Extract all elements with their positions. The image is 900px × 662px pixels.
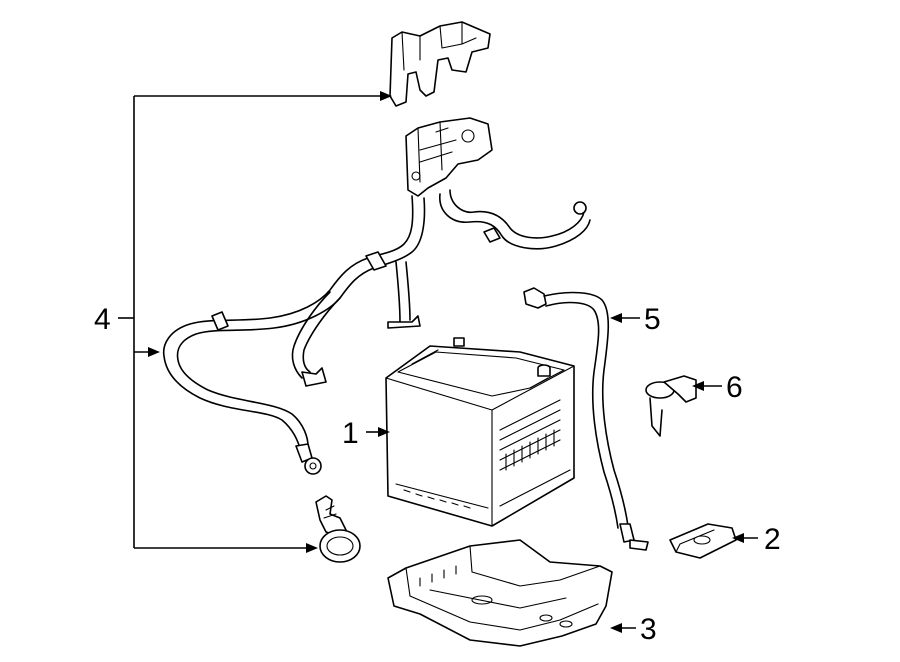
cable-grommet <box>315 495 361 563</box>
leader-lines <box>118 95 758 629</box>
arrow-to-cover <box>380 91 392 101</box>
arrow-to-ground-cable <box>610 313 622 323</box>
callout-1: 1 <box>342 417 359 450</box>
callout-6: 6 <box>726 371 743 404</box>
terminal-clip <box>669 523 737 559</box>
battery-tray <box>387 539 613 647</box>
battery <box>385 337 575 527</box>
callout-labels: 4 1 5 6 2 3 <box>94 303 781 646</box>
positive-terminal-block <box>405 117 493 197</box>
arrow-to-sensor <box>692 381 704 391</box>
arrowheads <box>148 91 744 633</box>
arrow-to-battery <box>378 427 390 437</box>
arrow-to-grommet <box>306 543 318 553</box>
terminal-cover <box>389 21 491 107</box>
callout-4: 4 <box>94 303 111 336</box>
ground-cable <box>523 287 649 551</box>
arrow-to-harness <box>148 347 160 357</box>
positive-cable-branch <box>439 189 591 250</box>
callout-3: 3 <box>640 613 657 646</box>
callout-2: 2 <box>764 523 781 556</box>
arrow-to-tray <box>610 623 622 633</box>
callout-5: 5 <box>644 303 661 336</box>
main-harness <box>162 195 426 475</box>
sensor-bracket <box>645 375 697 437</box>
arrow-to-clip <box>732 533 744 543</box>
